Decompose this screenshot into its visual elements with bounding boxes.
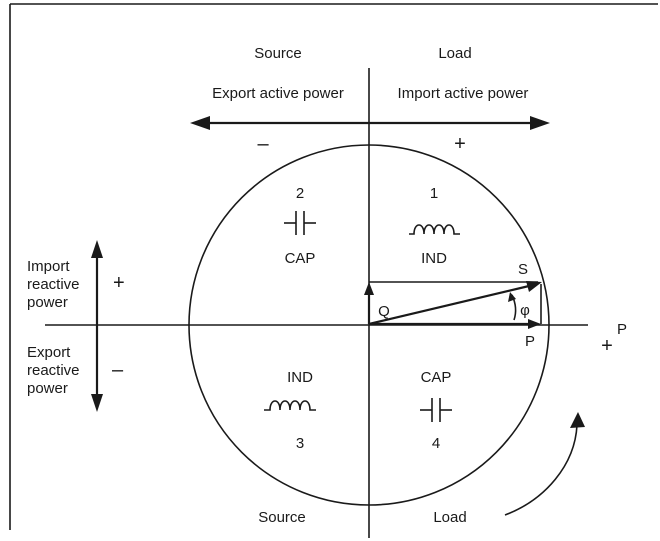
s-arrowhead-icon — [526, 281, 542, 292]
left-arrowhead-icon — [190, 116, 210, 130]
up-arrowhead-icon — [91, 240, 103, 258]
import-reactive-line-3: power — [27, 294, 68, 311]
inductor-icon — [409, 224, 460, 235]
import-reactive-line-2: reactive — [27, 276, 80, 293]
q-vector-label: Q — [378, 303, 390, 320]
p-axis-plus-sign: + — [601, 335, 613, 357]
negative-active-sign: – — [257, 133, 269, 155]
q-arrowhead-icon — [364, 282, 374, 295]
inductor-icon — [264, 400, 316, 411]
top-source-label: Source — [254, 45, 302, 62]
export-active-power-label: Export active power — [212, 85, 344, 102]
positive-reactive-sign: + — [113, 272, 125, 294]
capacitor-icon — [420, 398, 452, 422]
s-vector — [368, 284, 530, 326]
p-axis-label: P — [617, 321, 627, 338]
quadrant-4-type: CAP — [421, 369, 452, 386]
p-vector-label: P — [525, 333, 535, 350]
rotation-arrowhead-icon — [570, 412, 585, 428]
quadrant-2-number: 2 — [296, 185, 304, 202]
bottom-load-label: Load — [433, 509, 466, 526]
down-arrowhead-icon — [91, 394, 103, 412]
rotation-direction-arrow — [504, 424, 578, 516]
export-reactive-line-3: power — [27, 380, 68, 397]
quadrant-3-type: IND — [287, 369, 313, 386]
quadrant-4-number: 4 — [432, 435, 440, 452]
quadrant-3-number: 3 — [296, 435, 304, 452]
import-reactive-line-1: Import — [27, 258, 70, 275]
quadrant-2-type: CAP — [285, 250, 316, 267]
export-reactive-line-2: reactive — [27, 362, 80, 379]
right-arrowhead-icon — [530, 116, 550, 130]
positive-active-sign: + — [454, 133, 466, 155]
phi-arrowhead-icon — [508, 292, 516, 302]
quadrant-1-number: 1 — [430, 185, 438, 202]
negative-reactive-sign: – — [112, 359, 124, 381]
top-load-label: Load — [438, 45, 471, 62]
quadrant-1-type: IND — [421, 250, 447, 267]
export-reactive-line-1: Export — [27, 344, 71, 361]
s-vector-label: S — [518, 261, 528, 278]
import-active-power-label: Import active power — [398, 85, 529, 102]
capacitor-icon — [284, 211, 316, 235]
p-arrowhead-icon — [528, 319, 541, 329]
bottom-source-label: Source — [258, 509, 306, 526]
phi-label: φ — [520, 302, 530, 319]
